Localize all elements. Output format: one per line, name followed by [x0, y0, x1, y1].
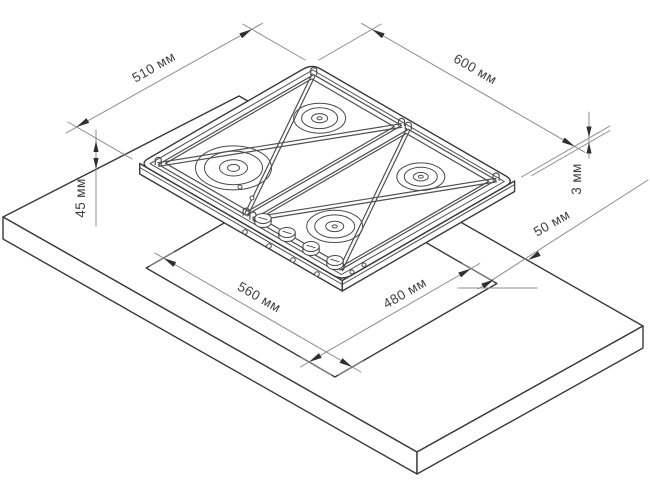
grate-right-frame-outer: [252, 128, 497, 271]
dimension-rim-height: 3 мм: [521, 111, 611, 195]
burner-front-right: [306, 209, 364, 243]
cutout-rectangle: [145, 173, 498, 378]
ignition-dots: [237, 184, 367, 277]
arrow-3-bottom: [586, 142, 592, 154]
cutout-outline: [145, 173, 498, 378]
arrow-600-high: [372, 29, 385, 39]
grate-left: [154, 67, 406, 217]
dimension-label-hob-depth: 510 мм: [130, 49, 178, 86]
dot-front-1: [242, 229, 248, 235]
dot-igniter-2: [249, 195, 255, 201]
dimension-label-edge-clearance: 50 мм: [531, 207, 573, 240]
knob-1: [254, 213, 272, 228]
dimension-label-hob-body-height: 45 мм: [73, 178, 88, 217]
dot-front-3: [290, 257, 296, 263]
grate-left-feet: [154, 67, 406, 216]
dim-line-600: [361, 22, 586, 153]
arrow-560-left: [163, 258, 177, 267]
arrow-50-left: [481, 279, 494, 289]
ext-line-hob-surface: [521, 125, 611, 178]
grate-left-cross-bars: [157, 73, 403, 217]
hob-inner-rim: [149, 69, 505, 275]
grate-left-frame-inner: [165, 78, 395, 212]
countertop-front-right-face: [416, 325, 644, 475]
arrow-510-low: [76, 118, 90, 127]
dot-front-2: [266, 243, 272, 249]
control-knobs: [254, 213, 344, 270]
knob-4: [326, 255, 344, 270]
hob-front-lip-line: [139, 167, 516, 285]
arrow-600-low: [561, 137, 575, 147]
dim-line-50: [477, 179, 649, 290]
ext-line-hob-north-right: [318, 23, 382, 61]
arrow-3-top: [586, 126, 592, 138]
dimension-label-rim-height: 3 мм: [569, 163, 584, 194]
grate-right-cross-bars: [252, 127, 497, 272]
arrow-560-right: [339, 358, 353, 367]
arrow-50-right: [528, 251, 541, 260]
knob-3: [302, 241, 320, 256]
dim-line-480: [299, 263, 481, 368]
ext-line-cutout-east: [461, 263, 494, 282]
arrow-45-bottom: [93, 158, 99, 169]
arrow-45-top: [93, 141, 99, 152]
ext-line-cutout-south-left: [338, 360, 364, 376]
ext-line-hob-north-left: [242, 23, 306, 61]
arrow-510-high: [239, 29, 252, 39]
grate-right-feet: [249, 121, 500, 271]
ext-line-hob-west: [67, 121, 133, 160]
dim-line-510: [65, 22, 263, 134]
dot-front-4: [314, 271, 320, 277]
dot-right-2: [361, 262, 367, 268]
knob-2: [278, 227, 296, 242]
dimension-label-hob-width: 600 мм: [451, 51, 499, 88]
ext-line-countertop-surface: [531, 130, 611, 176]
ext-line-cutout-west: [149, 251, 175, 267]
grate-left-frame-outer: [157, 74, 403, 216]
dimension-hob-body-height: 45 мм: [73, 129, 99, 227]
hob: [139, 65, 516, 292]
ext-line-cutout-south-right: [299, 356, 332, 376]
dot-right-1: [349, 269, 355, 275]
arrow-480-low: [309, 353, 322, 362]
burner-back-right: [396, 162, 446, 191]
dot-igniter-1: [237, 184, 243, 190]
burner-back-left: [293, 102, 347, 134]
arrow-480-high: [458, 268, 471, 278]
